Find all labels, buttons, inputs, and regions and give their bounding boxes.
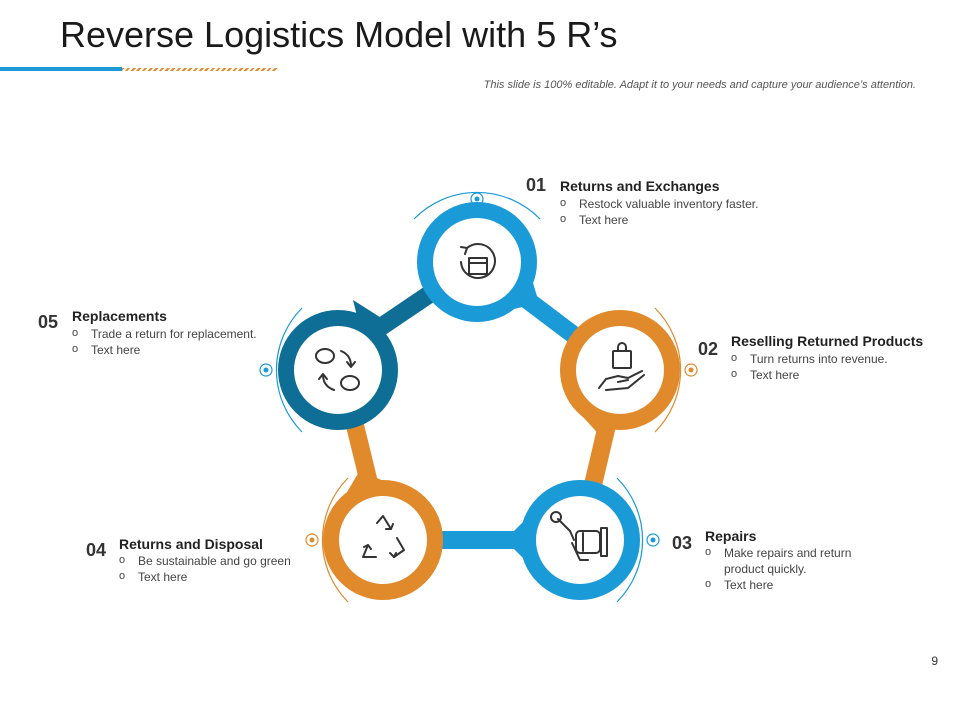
arc-03 [616, 477, 644, 603]
step-title: Returns and Disposal [119, 536, 263, 552]
node-04 [323, 470, 443, 600]
step-bullets: Make repairs and return product quickly.… [705, 544, 880, 593]
wrench-hand-icon [550, 511, 608, 561]
bullet-item: Text here [72, 341, 287, 358]
node-05 [278, 300, 398, 430]
slide-title: Reverse Logistics Model with 5 R’s [60, 14, 618, 55]
step-bullets: Be sustainable and go green Text here [119, 552, 319, 585]
title-underline [0, 67, 122, 71]
box-refresh-icon [460, 243, 496, 279]
page-number: 9 [931, 654, 938, 668]
arc-04 [321, 477, 349, 603]
bullet-item: Text here [560, 211, 800, 228]
step-number: 04 [86, 540, 107, 560]
step-number: 03 [672, 533, 693, 553]
step-bullets: Trade a return for replacement. Text her… [72, 325, 287, 358]
step-bullets: Restock valuable inventory faster. Text … [560, 195, 800, 228]
step-number: 01 [526, 175, 547, 195]
outer-arcs [259, 191, 698, 603]
bullet-item: Text here [119, 568, 319, 585]
hand-bag-icon [598, 342, 645, 391]
step-number: 02 [698, 339, 719, 359]
bullet-item: Trade a return for replacement. [72, 325, 287, 342]
arc-02 [654, 307, 682, 433]
bullet-item: Be sustainable and go green [119, 552, 319, 569]
slide-subtitle: This slide is 100% editable. Adapt it to… [483, 79, 916, 91]
step-bullets: Turn returns into revenue. Text here [731, 350, 951, 383]
node-03 [505, 480, 640, 600]
step-title: Returns and Exchanges [560, 178, 720, 194]
bullet-item: Turn returns into revenue. [731, 350, 951, 367]
recycle-icon [362, 515, 405, 558]
bullet-item: Make repairs and return product quickly. [705, 544, 880, 577]
swap-cycle-icon [315, 348, 360, 391]
title-underline-hatched [122, 68, 278, 71]
step-number: 05 [38, 312, 59, 332]
arc-05 [275, 307, 303, 433]
bullet-item: Text here [705, 576, 880, 593]
step-title: Reselling Returned Products [731, 333, 924, 349]
node-02 [560, 310, 680, 440]
step-title: Repairs [705, 528, 757, 544]
bullet-item: Text here [731, 366, 951, 383]
step-title: Replacements [72, 308, 167, 324]
bullet-item: Restock valuable inventory faster. [560, 195, 800, 212]
